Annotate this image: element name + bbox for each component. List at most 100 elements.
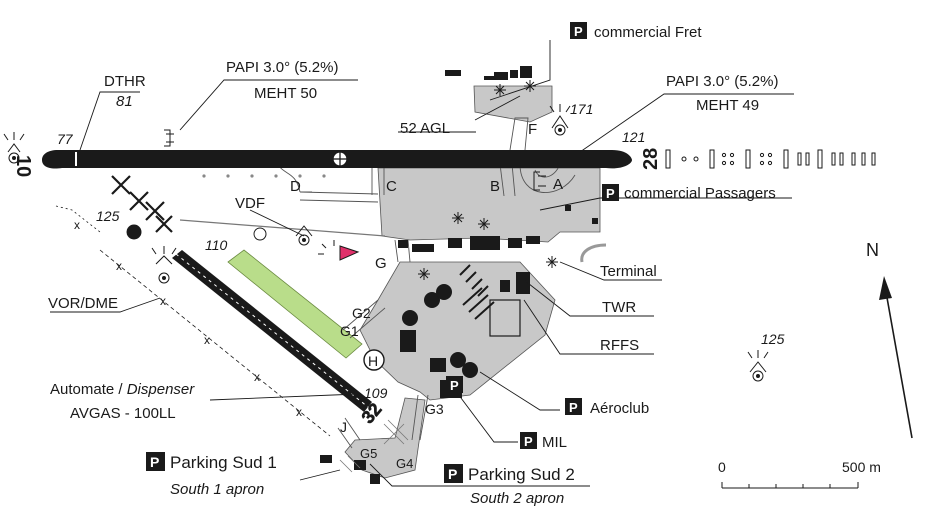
taxiway-g1-label: G1 bbox=[340, 323, 359, 339]
runway-crosshair-icon bbox=[332, 151, 348, 167]
terminal-label: Terminal bbox=[600, 263, 657, 280]
hangar-rows bbox=[459, 264, 495, 320]
taxiway-g3 bbox=[411, 394, 429, 441]
cargo-label: commercial Fret bbox=[594, 24, 702, 41]
papi-east-line2: MEHT 49 bbox=[696, 97, 759, 114]
parking-sud2-label: Parking Sud 2 bbox=[468, 465, 575, 484]
svg-text:x: x bbox=[204, 333, 210, 347]
taxiway-g5-label: G5 bbox=[360, 446, 377, 461]
south1-label: South 1 apron bbox=[170, 481, 264, 498]
approach-lighting-icon bbox=[665, 149, 876, 169]
svg-text:x: x bbox=[296, 405, 302, 419]
elevation-110: 110 bbox=[205, 237, 228, 253]
taxiway-c-label: C bbox=[386, 178, 397, 195]
taxiway-g3-label: G3 bbox=[425, 401, 444, 417]
obstacle-171-icon bbox=[549, 104, 571, 136]
agl-label: 52 AGL bbox=[400, 120, 450, 137]
parking-passengers: P commercial Passagers bbox=[602, 184, 776, 202]
terminal-road bbox=[580, 243, 607, 263]
vor-dme-icon bbox=[126, 224, 177, 284]
parking-sud1-label: Parking Sud 1 bbox=[170, 453, 277, 472]
parking-sud-1: P Parking Sud 1 South 1 apron bbox=[146, 452, 277, 498]
svg-text:P: P bbox=[150, 454, 159, 470]
cargo-apron bbox=[473, 85, 553, 123]
south-apron bbox=[359, 261, 556, 401]
papi-west-line2: MEHT 50 bbox=[254, 85, 317, 102]
scale-start: 0 bbox=[718, 459, 726, 475]
svg-text:H: H bbox=[368, 353, 378, 369]
svg-text:x: x bbox=[254, 370, 260, 384]
taxiway-f bbox=[509, 117, 529, 151]
runway-edge-marks bbox=[202, 174, 326, 178]
taxiway-b bbox=[499, 163, 516, 197]
runway-28-label: 28 bbox=[640, 148, 662, 170]
parking-mil: P MIL bbox=[520, 432, 567, 451]
runway-32 bbox=[172, 250, 372, 412]
taxiway-c bbox=[371, 164, 385, 195]
apron-floodlight-icons bbox=[418, 80, 558, 280]
parking-heliport-area: P bbox=[446, 376, 463, 393]
taxiway-g bbox=[394, 239, 411, 263]
south2-label: South 2 apron bbox=[470, 490, 564, 507]
elevation-109: 109 bbox=[364, 385, 388, 401]
avgas-label: AVGAS - 100LL bbox=[70, 405, 176, 422]
taxiway-g2-label: G2 bbox=[352, 305, 371, 321]
svg-text:x: x bbox=[160, 294, 166, 308]
twr-label: TWR bbox=[602, 299, 636, 316]
parking-aeroclub: P Aéroclub bbox=[565, 398, 649, 417]
vdf-label: VDF bbox=[235, 195, 265, 212]
vor-dme-label: VOR/DME bbox=[48, 295, 118, 312]
aerodrome-beacon-icon bbox=[318, 240, 360, 261]
obstacle-171-label: 171 bbox=[570, 101, 593, 117]
scale-end: 500 m bbox=[842, 459, 881, 475]
obstacle-light-icon bbox=[3, 132, 25, 164]
taxiway-g4-label: G4 bbox=[396, 456, 413, 471]
parking-sud-2: P Parking Sud 2 South 2 apron bbox=[444, 464, 575, 507]
obstacle-125-east-icon bbox=[747, 350, 769, 382]
parking-cargo: P commercial Fret bbox=[570, 22, 702, 41]
vdf-service-road bbox=[179, 219, 386, 237]
elevation-77: 77 bbox=[57, 131, 74, 147]
passengers-label: commercial Passagers bbox=[624, 185, 776, 202]
taxiway-a-label: A bbox=[553, 176, 563, 193]
parallel-taxiway bbox=[299, 191, 379, 203]
taxiway-g1-g2 bbox=[342, 299, 386, 339]
elevation-121: 121 bbox=[622, 129, 645, 145]
heliport-icon: H bbox=[363, 349, 385, 371]
hatched-pad bbox=[339, 419, 409, 473]
taxiway-j-label: J bbox=[340, 419, 347, 435]
svg-text:x: x bbox=[116, 259, 122, 273]
rffs-label: RFFS bbox=[600, 337, 639, 354]
mil-label: MIL bbox=[542, 434, 567, 451]
north-arrow: N bbox=[866, 240, 913, 439]
svg-text:P: P bbox=[574, 24, 583, 39]
papi-east-line1: PAPI 3.0° (5.2%) bbox=[666, 73, 778, 90]
dthr-label: DTHR bbox=[104, 73, 146, 90]
dispenser-label: Automate / Dispenser bbox=[50, 381, 195, 398]
grass-strip bbox=[227, 249, 363, 359]
obstacle-125-west-label: 125 bbox=[96, 208, 120, 224]
obstacle-125-east-label: 125 bbox=[761, 331, 785, 347]
svg-text:x: x bbox=[74, 218, 80, 232]
svg-text:P: P bbox=[606, 186, 615, 201]
main-runway bbox=[42, 150, 632, 178]
taxiway-g-label: G bbox=[375, 255, 387, 272]
taxiway-d-label: D bbox=[290, 178, 301, 195]
papi-west-line1: PAPI 3.0° (5.2%) bbox=[226, 59, 338, 76]
taxiway-j bbox=[337, 417, 361, 449]
north-label: N bbox=[866, 240, 879, 260]
dthr-value: 81 bbox=[116, 93, 133, 110]
closed-markings-icon bbox=[111, 175, 173, 233]
svg-text:P: P bbox=[524, 434, 533, 449]
aeroclub-label: Aéroclub bbox=[590, 400, 649, 417]
svg-text:P: P bbox=[450, 378, 459, 393]
svg-text:P: P bbox=[448, 466, 457, 482]
strip-boundary: x x x x x x bbox=[55, 205, 331, 437]
taxiway-b-label: B bbox=[490, 178, 500, 195]
taxiway-f-label: F bbox=[528, 121, 537, 138]
scale-bar bbox=[721, 482, 859, 489]
apron-areas bbox=[344, 85, 601, 479]
buildings bbox=[320, 66, 598, 484]
leader-lines bbox=[50, 40, 794, 487]
